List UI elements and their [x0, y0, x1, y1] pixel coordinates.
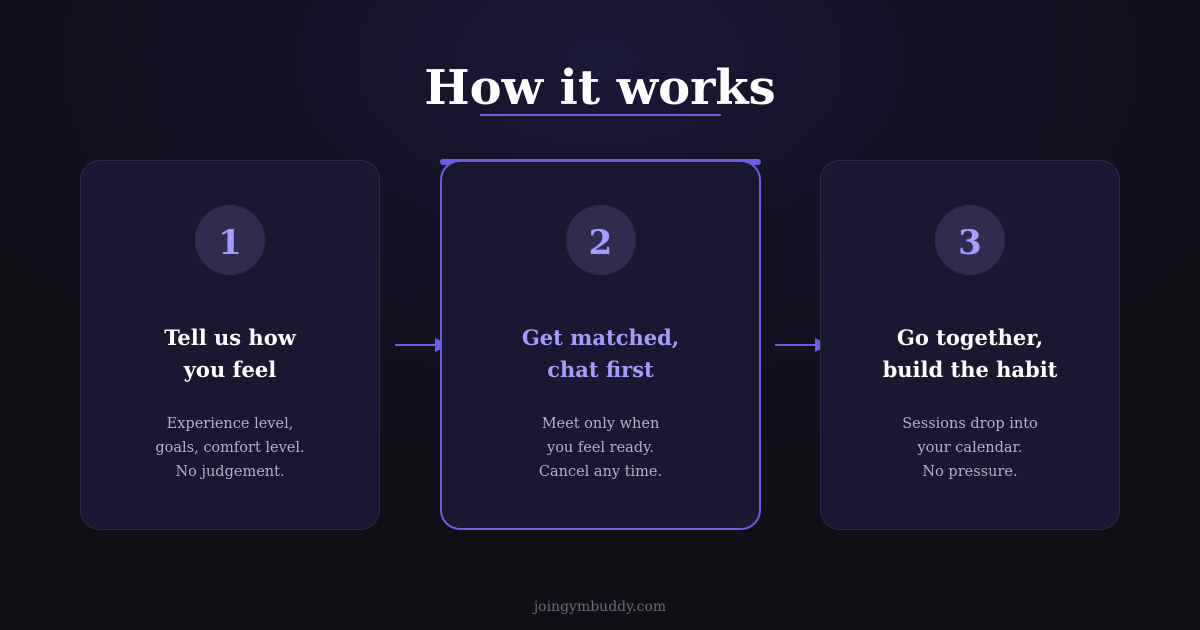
step-card-2: 2 Get matched, chat first Meet only when… [440, 160, 761, 530]
step-title: Get matched, chat first [442, 322, 759, 386]
step-title-line: Go together, [896, 325, 1044, 350]
step-description-line: Meet only when [541, 416, 660, 432]
step-number-badge: 2 [565, 205, 636, 275]
step-description-line: No pressure. [922, 464, 1018, 480]
step-title-line: you feel [183, 357, 277, 382]
step-title-line: chat first [547, 357, 654, 382]
title-underline [480, 114, 721, 116]
step-card-3: 3 Go together, build the habit Sessions … [820, 160, 1120, 530]
step-description-line: your calendar. [917, 440, 1023, 456]
step-title-line: Tell us how [164, 325, 296, 350]
step-description-line: Cancel any time. [538, 464, 663, 480]
step-number-badge: 3 [935, 205, 1005, 275]
step-card-1: 1 Tell us how you feel Experience level,… [80, 160, 380, 530]
step-title: Go together, build the habit [821, 322, 1119, 386]
step-description-line: Sessions drop into [902, 416, 1038, 432]
step-description-line: No judgement. [175, 464, 285, 480]
step-description-line: you feel ready. [547, 440, 654, 456]
step-description-line: goals, comfort level. [155, 440, 305, 456]
step-title-line: Get matched, [521, 325, 680, 350]
step-description: Experience level, goals, comfort level. … [81, 412, 379, 484]
step-description-line: Experience level, [166, 416, 294, 432]
step-title-line: build the habit [882, 357, 1058, 382]
step-description: Meet only when you feel ready. Cancel an… [442, 412, 759, 484]
step-title: Tell us how you feel [81, 322, 379, 386]
footer-url: joingymbuddy.com [533, 599, 667, 615]
step-number-badge: 1 [195, 205, 265, 275]
step-description: Sessions drop into your calendar. No pre… [821, 412, 1119, 484]
page-title: How it works [424, 60, 776, 116]
